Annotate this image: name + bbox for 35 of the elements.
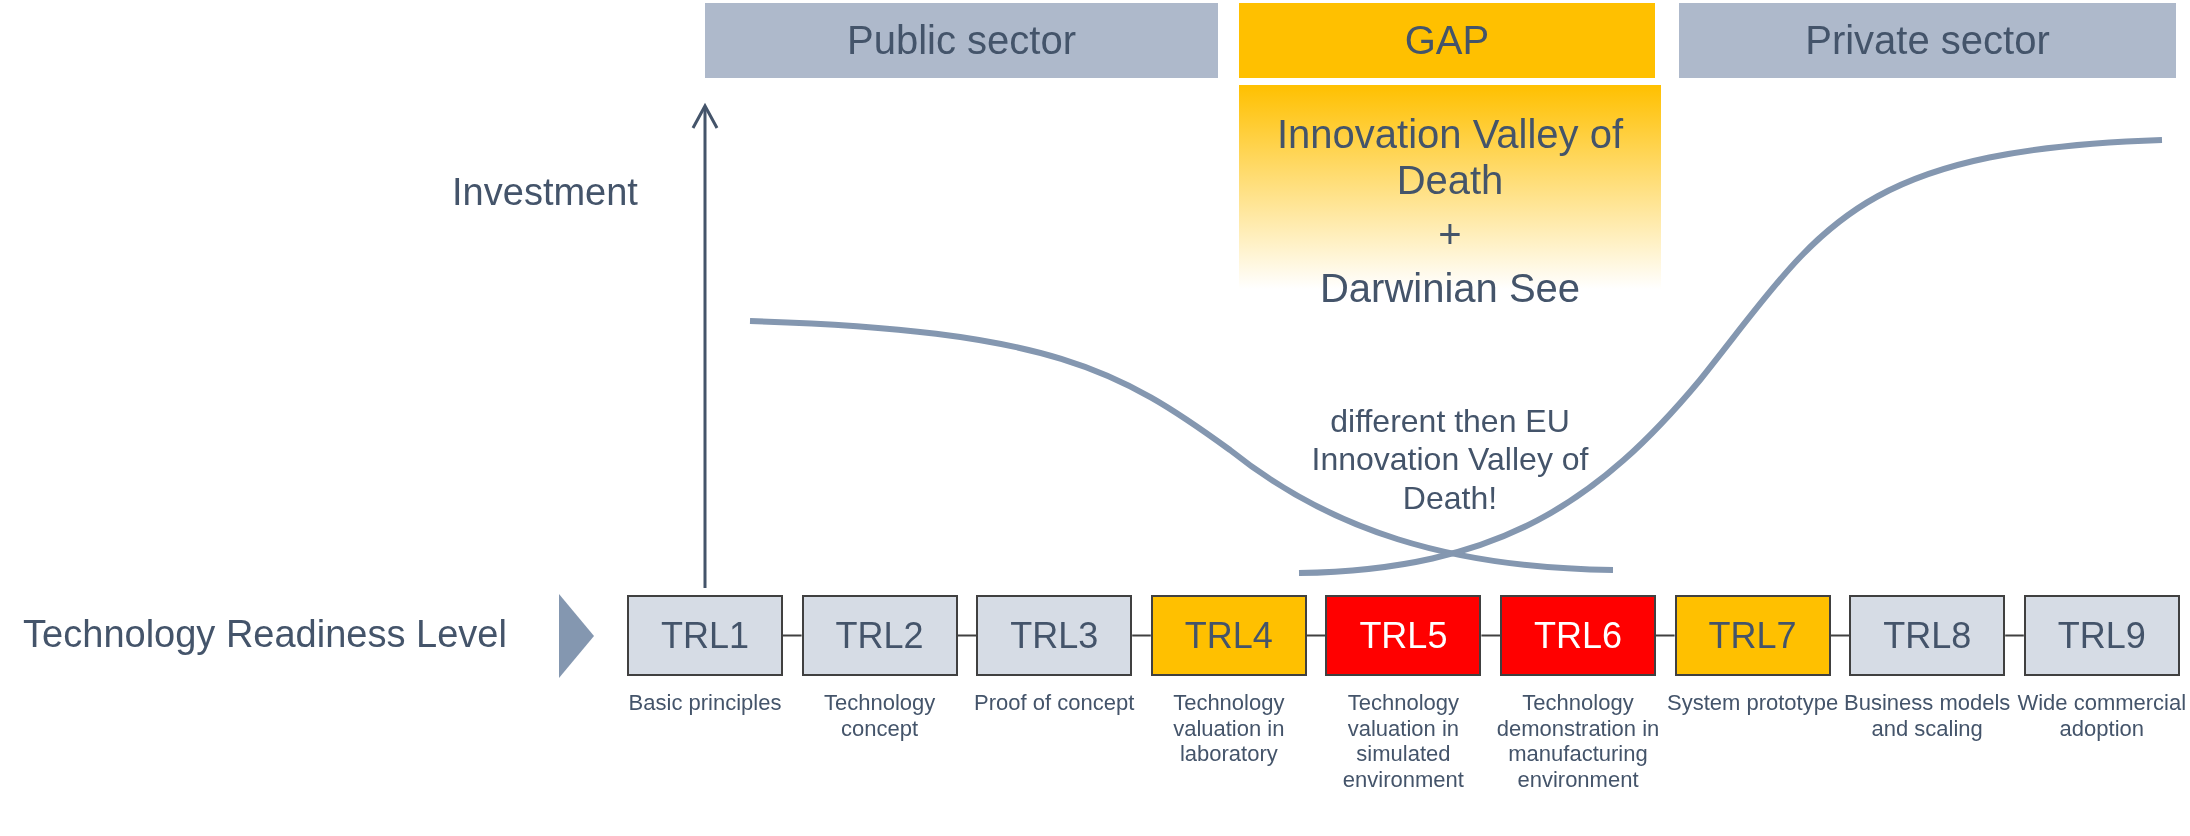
panel-text: Innovation Valley of Death bbox=[1275, 111, 1625, 203]
connector-line bbox=[782, 634, 803, 637]
level-box: TRL1 bbox=[627, 595, 783, 676]
step-caption: System prototype bbox=[1666, 690, 1840, 716]
sector-banner: Public sector bbox=[705, 3, 1218, 78]
level-box: TRL3 bbox=[976, 595, 1133, 676]
connector-line bbox=[1480, 634, 1501, 637]
connector-line bbox=[1829, 634, 1851, 637]
step-caption: Technology valuation in laboratory bbox=[1172, 690, 1286, 768]
level-box: TRL9 bbox=[2023, 595, 2180, 676]
step-caption: Technology valuation in simulated environment bbox=[1341, 690, 1465, 793]
level-box: TRL2 bbox=[801, 595, 958, 676]
connector-line bbox=[956, 634, 978, 637]
level-box: TRL6 bbox=[1500, 595, 1656, 676]
step-caption: Technology concept bbox=[822, 690, 937, 742]
level-box: TRL7 bbox=[1674, 595, 1831, 676]
step-caption: Proof of concept bbox=[973, 690, 1136, 716]
note-text: different then EU Innovation Valley of Death! bbox=[1310, 402, 1590, 518]
level-box: TRL5 bbox=[1325, 595, 1482, 676]
connector-line bbox=[1305, 634, 1327, 637]
axis-label: Investment bbox=[451, 170, 639, 215]
level-box: TRL8 bbox=[1849, 595, 2006, 676]
level-box: TRL4 bbox=[1150, 595, 1307, 676]
connector-line bbox=[1131, 634, 1152, 637]
gap-banner: GAP bbox=[1239, 3, 1655, 78]
step-caption: Basic principles bbox=[627, 690, 783, 716]
step-caption: Technology demonstration in manufacturing environment bbox=[1495, 690, 1661, 793]
step-caption: Business models and scaling bbox=[1843, 690, 2012, 742]
connector-line bbox=[2004, 634, 2025, 637]
row-label: Technology Readiness Level bbox=[22, 612, 508, 657]
panel-text: Darwinian See bbox=[1319, 265, 1581, 311]
panel-text: + bbox=[1438, 211, 1462, 257]
step-caption: Wide commercial adoption bbox=[2016, 690, 2188, 742]
sector-banner: Private sector bbox=[1679, 3, 2176, 78]
connector-line bbox=[1655, 634, 1676, 637]
